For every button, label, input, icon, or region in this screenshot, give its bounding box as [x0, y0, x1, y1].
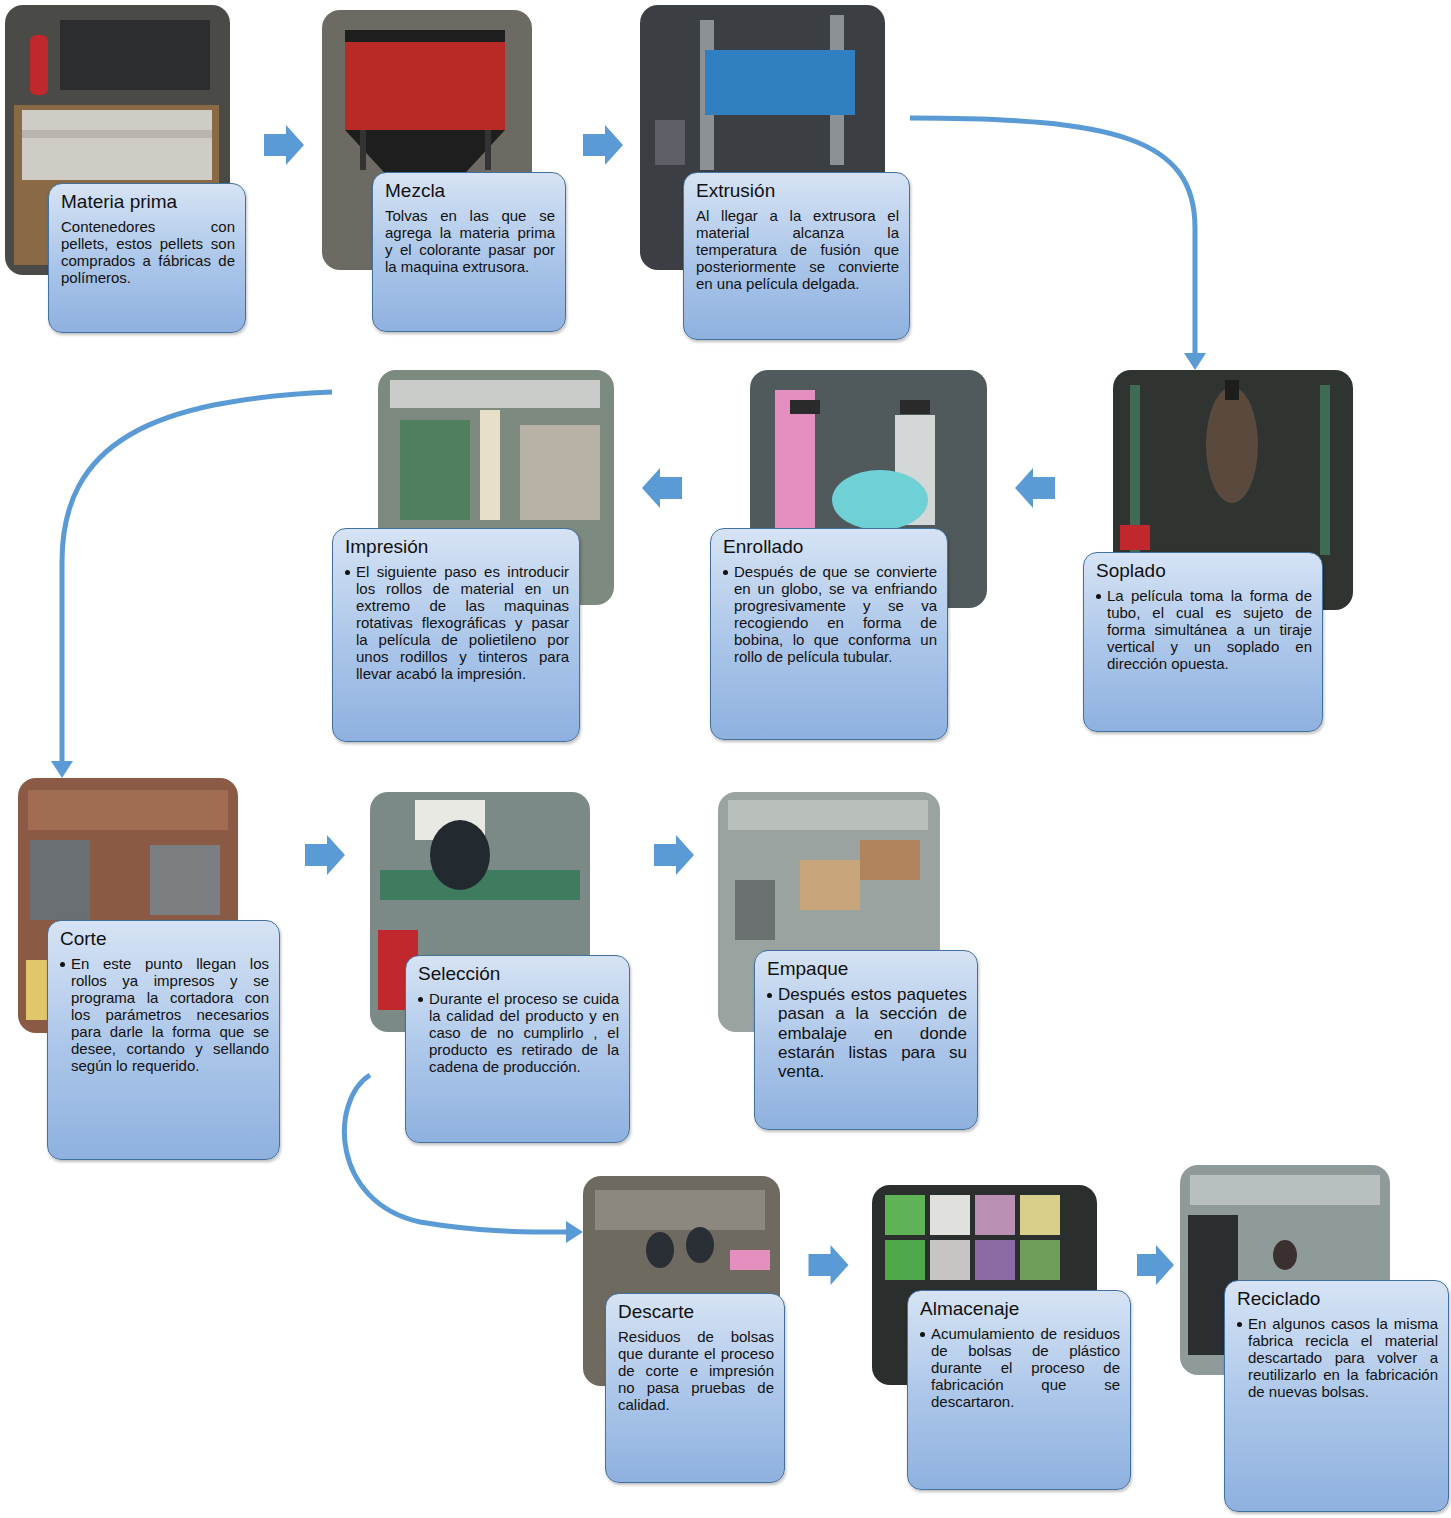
step-title: Descarte [618, 1301, 774, 1323]
block-arrow [654, 835, 694, 875]
step-box: Soplado La película toma la forma de tubo… [1083, 552, 1323, 732]
bullet-dot [1096, 594, 1101, 599]
flow-line [62, 392, 332, 762]
step-title: Reciclado [1237, 1288, 1438, 1310]
flow-arrow [264, 125, 304, 165]
step-description: El siguiente paso es introducir los roll… [345, 563, 569, 683]
block-arrow [1137, 1245, 1174, 1285]
step-description: Después de que se convierte en un globo,… [723, 563, 937, 666]
block-arrow [809, 1245, 849, 1285]
process-step: Reciclado En algunos casos la misma fabri… [1180, 1165, 1449, 1512]
step-box: Corte En este punto llegan los rollos ya … [47, 920, 280, 1160]
process-step: EmpaqueDespués estos paquetes pasan a la… [718, 792, 978, 1130]
step-description: Al llegar a la extrusora el material alc… [696, 207, 899, 292]
process-step: MezclaTolvas en las que se agrega la mat… [322, 10, 566, 332]
step-title: Almacenaje [920, 1298, 1120, 1320]
block-arrow [305, 835, 345, 875]
bullet-dot [723, 570, 728, 575]
block-arrow [583, 125, 623, 165]
flow-arrow [51, 392, 332, 778]
step-title: Enrollado [723, 536, 937, 558]
flow-arrow [809, 1245, 849, 1285]
step-description: Contenedores con pellets, estos pellets … [61, 218, 235, 286]
step-description: Después estos paquetes pasan a la secció… [767, 985, 967, 1082]
step-title: Mezcla [385, 180, 555, 202]
step-box: EmpaqueDespués estos paquetes pasan a la… [754, 950, 978, 1130]
step-description: La película toma la forma de tubo, el cu… [1096, 587, 1312, 672]
bullet-dot [60, 962, 65, 967]
step-box: SelecciónDurante el proceso se cuida la … [405, 955, 630, 1143]
arrow-head [1184, 353, 1206, 370]
flow-arrow [642, 468, 682, 508]
process-step: Corte En este punto llegan los rollos ya … [18, 778, 280, 1160]
step-title: Selección [418, 963, 619, 985]
flow-arrow [583, 125, 623, 165]
process-step: Materia primaContenedores con pellets, e… [5, 5, 246, 333]
process-step: Soplado La película toma la forma de tubo… [1083, 370, 1353, 732]
process-step: Extrusión Al llegar a la extrusora el mat… [640, 5, 910, 340]
step-description: Residuos de bolsas que durante el proces… [618, 1328, 774, 1413]
step-title: Impresión [345, 536, 569, 558]
block-arrow [642, 468, 682, 508]
step-description: Acumulamiento de residuos de bolsas de p… [920, 1325, 1120, 1410]
bullet-dot [767, 993, 772, 998]
process-step: EnrolladoDespués de que se convierte en … [710, 370, 987, 740]
step-title: Materia prima [61, 191, 235, 213]
block-arrow [264, 125, 304, 165]
flow-arrow [654, 835, 694, 875]
step-description: En este punto llegan los rollos ya impre… [60, 955, 269, 1075]
process-step: DescarteResiduos de bolsas que durante e… [583, 1176, 785, 1483]
step-box: Materia primaContenedores con pellets, e… [48, 183, 246, 333]
bullet-dot [1237, 1322, 1242, 1327]
step-box: Extrusión Al llegar a la extrusora el mat… [683, 172, 910, 340]
step-box: Reciclado En algunos casos la misma fabri… [1224, 1280, 1449, 1512]
step-title: Extrusión [696, 180, 899, 202]
step-description: Tolvas en las que se agrega la materia p… [385, 207, 555, 275]
flow-arrow [1137, 1245, 1174, 1285]
step-box: DescarteResiduos de bolsas que durante e… [605, 1293, 785, 1483]
flow-line [910, 118, 1195, 354]
flow-arrow [1015, 468, 1055, 508]
step-box: MezclaTolvas en las que se agrega la mat… [372, 172, 566, 332]
arrow-head [566, 1221, 583, 1243]
process-step: SelecciónDurante el proceso se cuida la … [370, 792, 630, 1143]
step-title: Soplado [1096, 560, 1312, 582]
step-box: EnrolladoDespués de que se convierte en … [710, 528, 948, 740]
bullet-dot [345, 570, 350, 575]
flow-arrow [305, 835, 345, 875]
process-step: AlmacenajeAcumulamiento de residuos de b… [872, 1185, 1131, 1490]
step-description: Durante el proceso se cuida la calidad d… [418, 990, 619, 1075]
process-step: Impresión El siguiente paso es introducir… [332, 370, 614, 742]
step-box: Impresión El siguiente paso es introducir… [332, 528, 580, 742]
arrow-head [51, 761, 73, 778]
step-title: Empaque [767, 958, 967, 980]
block-arrow [1015, 468, 1055, 508]
step-title: Corte [60, 928, 269, 950]
bullet-dot [418, 997, 423, 1002]
bullet-dot [920, 1332, 925, 1337]
step-box: AlmacenajeAcumulamiento de residuos de b… [907, 1290, 1131, 1490]
step-description: En algunos casos la misma fabrica recicl… [1237, 1315, 1438, 1400]
flow-arrow [910, 118, 1206, 370]
